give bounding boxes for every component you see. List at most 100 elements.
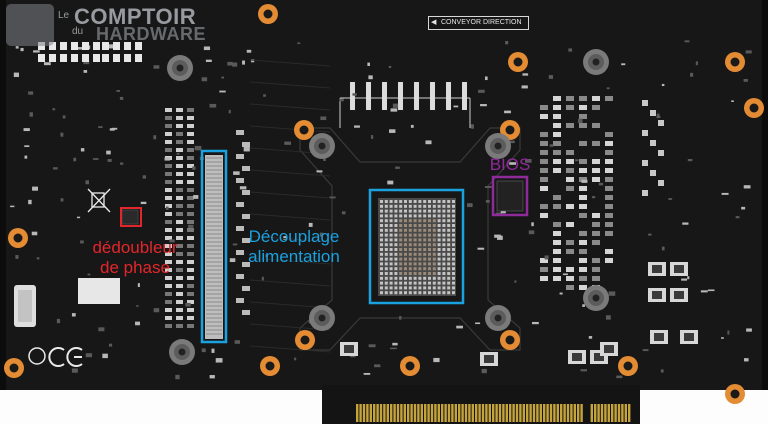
gpu-ball (423, 233, 427, 237)
gpu-ball (399, 224, 403, 227)
smd-component (392, 342, 398, 346)
smd-component (553, 231, 561, 236)
gpu-ball (389, 228, 393, 232)
gold-finger (468, 404, 471, 422)
smd-component (165, 324, 172, 328)
gpu-ball (432, 204, 436, 208)
gpu-ball (437, 276, 441, 280)
gpu-ball (404, 224, 407, 227)
smd-component (579, 168, 587, 173)
gpu-ball (394, 281, 398, 285)
gold-finger (566, 404, 570, 422)
smd-component (176, 188, 183, 192)
smd-component (553, 96, 561, 101)
gpu-ball (447, 228, 451, 232)
smd-component (579, 195, 587, 200)
gpu-ball (394, 233, 398, 237)
smd-component (85, 353, 93, 358)
smd-component (165, 260, 172, 264)
gpu-ball (423, 200, 427, 203)
bios-label: BIOS (489, 155, 531, 174)
conveyor-direction-label: ◀ CONVEYOR DIRECTION (428, 16, 529, 30)
gpu-ball (380, 204, 383, 208)
watermark-logo-icon (6, 4, 54, 46)
gold-finger (451, 404, 454, 422)
gpu-ball (384, 243, 388, 247)
gpu-ball (404, 204, 407, 208)
gpu-ball (452, 209, 455, 213)
gpu-ball (432, 252, 436, 256)
gpu-ball (428, 200, 431, 203)
smd-component (579, 159, 587, 164)
smd-component (480, 104, 487, 107)
smd-component (553, 267, 561, 272)
smd-component (605, 186, 613, 191)
gpu-ball (399, 219, 403, 223)
smd-component (176, 244, 183, 248)
gpu-ball (399, 267, 403, 271)
smd-component (467, 203, 473, 208)
gpu-ball (418, 200, 422, 203)
connector-pin (71, 54, 78, 62)
gpu-ball (394, 228, 398, 232)
mounting-hole-center (513, 57, 523, 67)
gpu-ball (452, 291, 455, 295)
gpu-ball (428, 228, 431, 232)
gpu-ball (413, 238, 417, 242)
smd-component (553, 222, 561, 227)
smd-component (176, 276, 183, 280)
mounting-hole-center (749, 103, 759, 113)
vrm-right-components (540, 96, 664, 290)
smd-component (582, 304, 585, 307)
smd-component (553, 276, 561, 281)
gold-finger (373, 404, 376, 422)
gpu-ball (389, 257, 393, 261)
smd-component (579, 123, 587, 128)
gpu-ball (423, 219, 427, 223)
smd-component (284, 141, 291, 145)
gpu-ball (452, 262, 455, 266)
smd-component (187, 172, 194, 176)
smd-component (367, 62, 371, 66)
gpu-pad-area (378, 198, 456, 296)
smd-component (549, 144, 554, 147)
gpu-ball (394, 224, 398, 227)
smd-component (120, 162, 124, 165)
gpu-ball (404, 209, 407, 213)
gpu-ball (389, 238, 393, 242)
smd-component (83, 70, 88, 73)
gpu-ball (423, 224, 427, 227)
gpu-ball (408, 209, 412, 213)
smd-component (562, 273, 568, 276)
smd-component (425, 140, 432, 145)
smd-component (10, 205, 15, 208)
gpu-ball (394, 204, 398, 208)
gpu-ball (428, 233, 431, 237)
smd-component (470, 124, 474, 129)
standoff-hole (178, 348, 186, 356)
gpu-ball (389, 286, 393, 290)
smd-component (456, 325, 463, 329)
smd-component (153, 308, 160, 313)
smd-component (153, 65, 160, 69)
smd-component (187, 284, 194, 288)
smd-component (76, 216, 81, 219)
smd-component (410, 124, 414, 128)
gpu-ball (384, 224, 388, 227)
smd-component (743, 185, 751, 189)
smd-component (236, 274, 244, 279)
smd-component (690, 72, 694, 77)
smd-component (605, 315, 611, 320)
smd-component (579, 204, 587, 209)
standoff-hole (318, 142, 326, 150)
gpu-ball (389, 267, 393, 271)
smd-component (102, 353, 108, 359)
inductor-core (674, 265, 684, 273)
gold-finger (379, 404, 383, 422)
gold-finger (600, 404, 604, 422)
gpu-ball (404, 286, 407, 290)
smd-component (553, 249, 561, 254)
gpu-ball (452, 204, 455, 208)
smd-component (579, 105, 587, 110)
